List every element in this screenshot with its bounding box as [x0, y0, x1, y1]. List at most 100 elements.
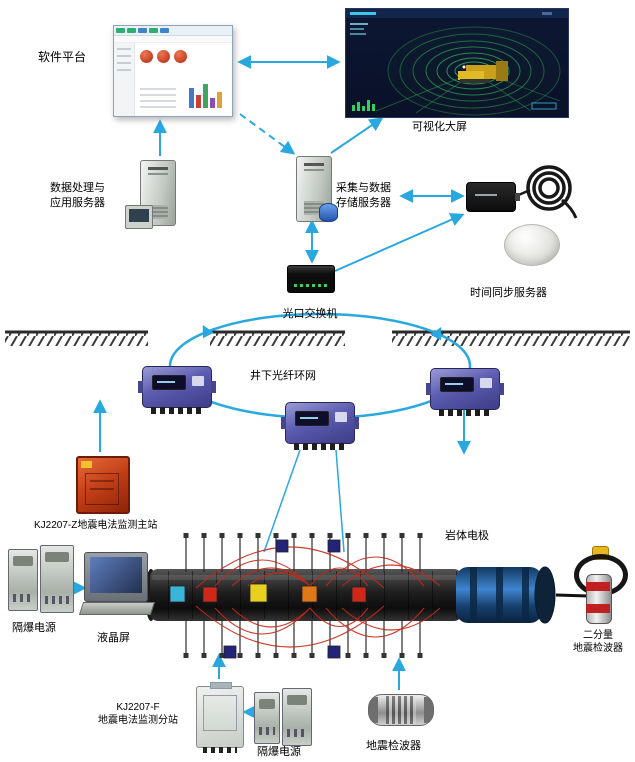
red-band: [586, 604, 610, 613]
power-box: [282, 688, 312, 746]
power-terminals: [13, 594, 33, 602]
two-component-label-line1: 二分量: [583, 630, 613, 641]
storage-server-label-line1: 采集与数据: [336, 182, 391, 194]
two-component-label-line2: 地震检波器: [573, 643, 623, 654]
gauge-dials: [140, 50, 187, 63]
fiber-ring-label: 井下光纤环网: [250, 370, 316, 382]
chart-bar: [217, 92, 222, 108]
screen-line: [445, 383, 463, 385]
lcd-monitor-icon: [78, 552, 156, 615]
app-server-label: 数据处理与 应用服务器: [50, 181, 105, 211]
power-terminals: [45, 596, 69, 604]
switch-ports: [294, 284, 328, 287]
keyboard: [78, 602, 156, 615]
cable-coil-icon: [513, 165, 578, 219]
lcd-screen: [90, 557, 142, 593]
power-window: [45, 552, 69, 562]
window-menubar: [114, 36, 232, 43]
power-terminals: [287, 729, 307, 737]
field-substation-label-line1: KJ2207-F: [116, 702, 160, 713]
software-platform-window: [113, 25, 233, 117]
ground-hatching: [5, 330, 630, 346]
app-server-label-line1: 数据处理与: [50, 182, 105, 194]
substation-tag: [192, 376, 204, 386]
substation-screen: [440, 377, 474, 392]
power-window: [259, 699, 275, 709]
storage-server-label: 采集与数据 存储服务器: [336, 181, 391, 211]
connection-arrows: [72, 55, 471, 719]
storage-server-label-line2: 存储服务器: [336, 197, 391, 209]
ring-substation-middle: [281, 402, 359, 450]
mount-ear: [211, 381, 216, 393]
geophone-icon: [368, 694, 434, 726]
power-box: [8, 549, 38, 611]
drive-slot: [148, 173, 168, 175]
substation-panel: [203, 695, 237, 731]
receiver-display: [475, 194, 497, 196]
substation-screen: [295, 411, 329, 426]
table-row: [140, 106, 176, 108]
red-band: [586, 582, 610, 591]
power-box: [40, 545, 74, 613]
mount-ear: [138, 381, 143, 393]
rock-electrode-label: 岩体电极: [445, 530, 489, 542]
two-component-geophone-icon: [566, 546, 628, 624]
big-screen: [345, 8, 569, 118]
chart-bar: [196, 95, 201, 108]
main-station-label: KJ2207-Z地震电法监测主站: [34, 520, 158, 531]
ring-substation-left: [138, 366, 216, 414]
window-toolbar: [114, 26, 232, 36]
drive-slot: [304, 163, 324, 166]
dial: [157, 50, 170, 63]
power-left-label: 隔爆电源: [12, 622, 56, 634]
drive-slot: [304, 169, 324, 171]
dial: [174, 50, 187, 63]
substation-connectors: [439, 409, 491, 416]
chart-bar: [189, 88, 194, 108]
data-table-rows: [140, 84, 176, 108]
lcd-label: 液晶屏: [97, 632, 130, 644]
substation-terminals: [203, 747, 237, 753]
optical-switch-label: 光口交换机: [282, 308, 338, 320]
field-lines: [195, 546, 441, 648]
server-grill: [148, 205, 168, 219]
server-monitor-icon: [125, 205, 153, 229]
cable-gland: [210, 682, 232, 689]
geophone-ribs: [386, 696, 416, 724]
storage-server-icon: [296, 156, 338, 222]
sync-receiver-icon: [466, 182, 520, 212]
power-window: [13, 556, 33, 566]
toolbar-chip: [160, 28, 169, 33]
ring-substation-right: [426, 368, 504, 416]
geophone-cap: [369, 697, 378, 723]
substation-screen: [152, 375, 186, 390]
power-bottom-label: 隔爆电源: [257, 746, 301, 758]
geophone-label: 地震检波器: [366, 740, 421, 752]
gps-dome-icon: [504, 224, 560, 266]
table-row: [140, 88, 176, 90]
flameproof-power-bottom-icon: [254, 688, 312, 746]
optical-switch-icon: [287, 265, 335, 293]
big-screen-visual: [346, 9, 568, 116]
chart-bar: [203, 84, 208, 108]
window-sidebar: [114, 43, 135, 116]
substation-connectors: [151, 407, 203, 414]
power-window: [287, 695, 307, 705]
flameproof-power-left-icon: [8, 545, 74, 615]
substation-tag: [335, 412, 347, 422]
sidebar-line: [117, 69, 131, 71]
app-server-label-line2: 应用服务器: [50, 197, 105, 209]
screen-line: [300, 417, 318, 419]
sidebar-line: [117, 48, 131, 50]
power-box: [254, 692, 280, 744]
toolbar-chip: [116, 28, 125, 33]
field-substation-label-line2: 地震电法监测分站: [98, 715, 178, 726]
sensor-markers: [169, 539, 367, 659]
panel-line: [90, 480, 114, 482]
drive-slot: [148, 167, 168, 170]
substation-tag: [480, 378, 492, 388]
receiver-connector: [515, 193, 520, 201]
station-panel: [85, 473, 119, 505]
sidebar-line: [117, 62, 131, 64]
